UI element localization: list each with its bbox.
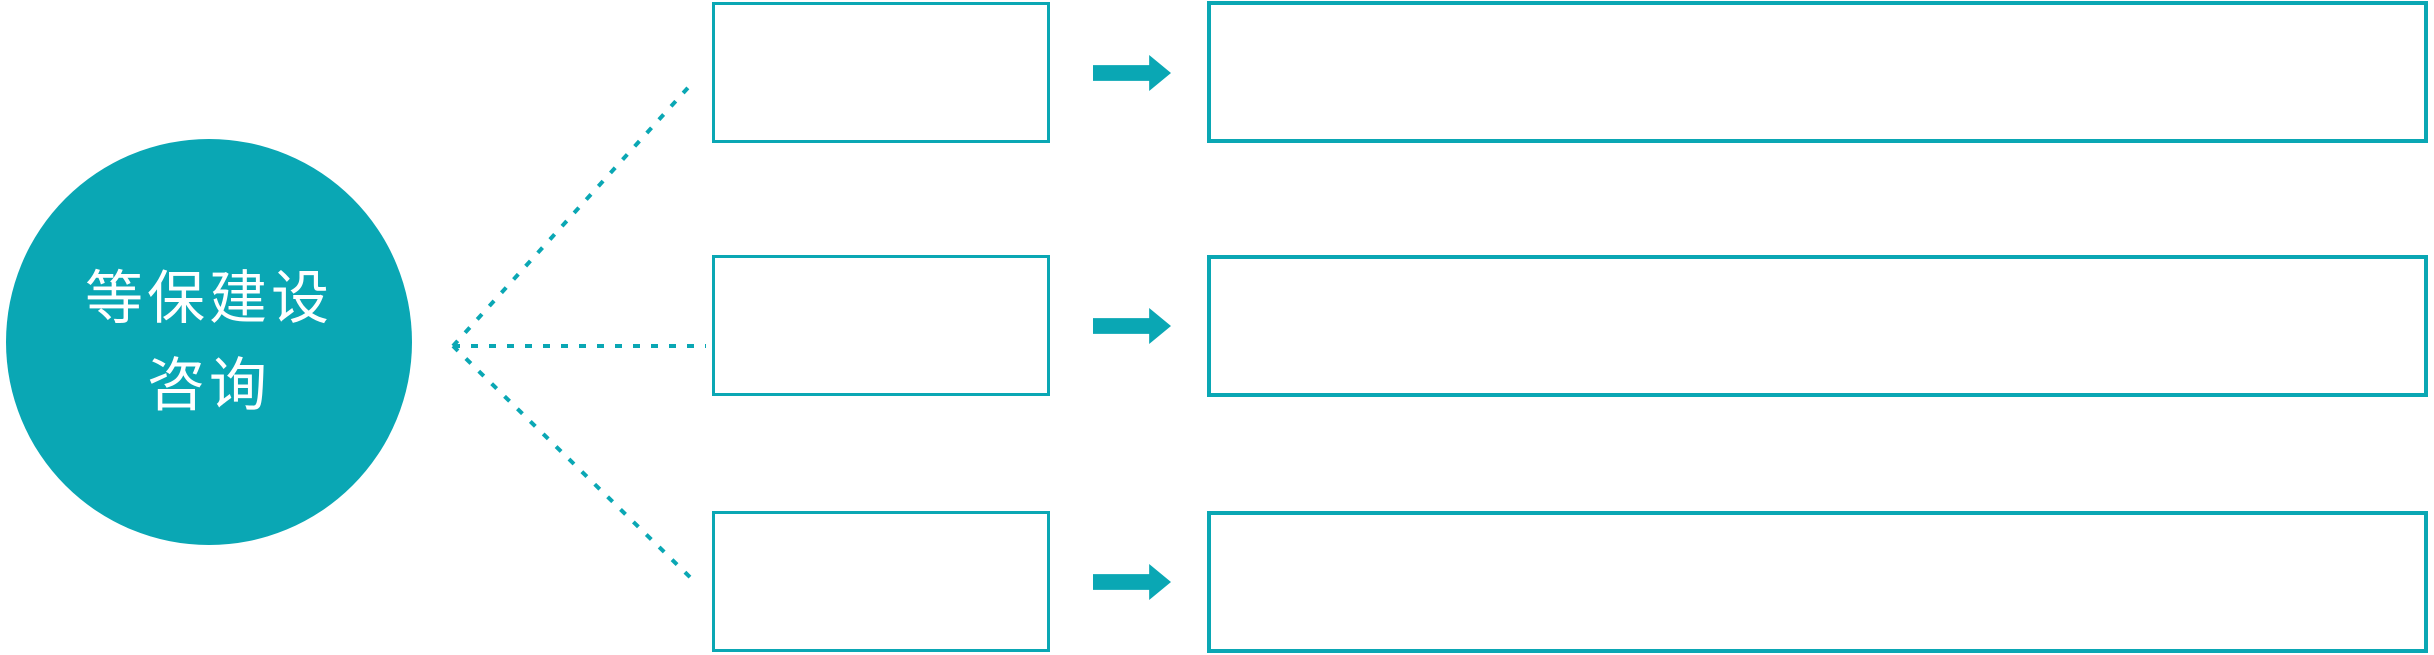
detail-box-2 [1207,255,2428,397]
connector-line-top [451,78,697,348]
branch-box-2 [712,255,1050,396]
branch-box-1 [712,2,1050,143]
center-node-circle: 等保建设 咨询 [6,139,412,545]
branch-box-3 [712,511,1050,652]
detail-box-1 [1207,1,2428,143]
arrow-right-icon [1093,564,1171,600]
center-node-label-line1: 等保建设 [84,264,333,332]
detail-box-3 [1207,511,2428,653]
connector-line-bottom [451,344,699,586]
arrow-right-icon [1093,308,1171,344]
arrow-right-icon [1093,55,1171,91]
center-node-label-line2: 咨询 [146,351,271,419]
